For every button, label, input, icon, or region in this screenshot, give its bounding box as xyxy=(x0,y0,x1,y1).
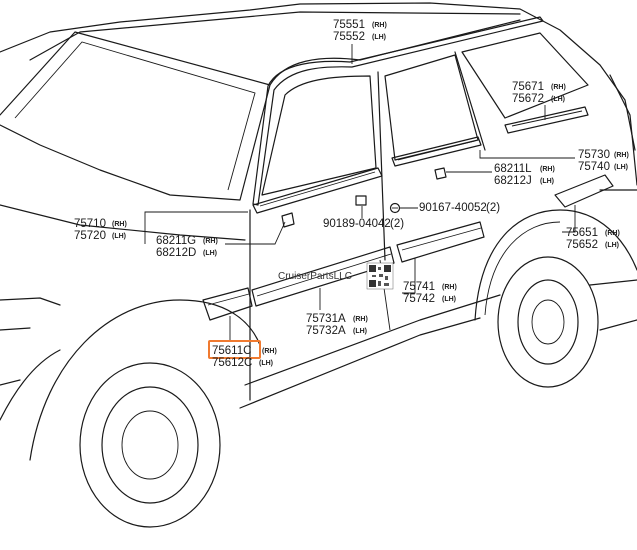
part-number-rh: 75710 xyxy=(74,218,106,230)
qr-code-icon xyxy=(366,262,394,290)
side-tag-lh: (LH) xyxy=(259,360,273,367)
part-number-rh: 75731A xyxy=(306,313,346,325)
front-door-belt-molding xyxy=(252,167,383,214)
part-number-rh: 75651 xyxy=(566,227,598,239)
part-number-rh: 75730 xyxy=(578,149,610,161)
side-tag-lh: (LH) xyxy=(203,250,217,257)
fastener-qty: (2) xyxy=(486,202,500,214)
fastener-qty: (2) xyxy=(390,218,404,230)
clip-part xyxy=(355,195,367,206)
side-tag-rh: (RH) xyxy=(614,152,629,159)
molding-parts xyxy=(202,16,614,321)
part-number-rh: 75551 xyxy=(333,19,365,31)
side-tag-rh: (RH) xyxy=(203,238,218,245)
part-number-rh: 68211L xyxy=(494,163,532,175)
part-number-lh: 75732A xyxy=(306,325,346,337)
side-tag-rh: (RH) xyxy=(353,316,368,323)
callout-quarter-upper[interactable]: 75671 (RH) 75672 (LH) xyxy=(512,81,566,105)
vehicle-outline xyxy=(0,2,637,528)
part-number-rh: 75671 xyxy=(512,81,544,93)
part-number-rh: 68211G xyxy=(156,235,196,247)
callout-rear-fender[interactable]: 75651 (RH) 75652 (LH) xyxy=(566,227,620,251)
rear-door-side-molding xyxy=(396,221,485,263)
side-tag-rh: (RH) xyxy=(112,221,127,228)
front-fender-molding xyxy=(202,287,253,321)
highlight-box xyxy=(208,340,261,359)
leader-lines xyxy=(144,44,576,340)
side-tag-lh: (LH) xyxy=(540,178,554,185)
side-tag-lh: (LH) xyxy=(112,233,126,240)
side-tag-lh: (LH) xyxy=(372,34,386,41)
side-tag-lh: (LH) xyxy=(551,96,565,103)
part-number-lh: 75742 xyxy=(403,293,435,305)
side-tag-rh: (RH) xyxy=(605,230,620,237)
part-number-lh: 75672 xyxy=(512,93,544,105)
part-number-lh: 75552 xyxy=(333,31,365,43)
front-door-side-molding xyxy=(251,246,395,307)
front-clip-part xyxy=(281,212,295,228)
part-number-lh: 75612C xyxy=(212,357,252,369)
callout-rear-door-belt[interactable]: 75730 (RH) 75740 (LH) xyxy=(578,149,629,173)
side-tag-rh: (RH) xyxy=(372,22,387,29)
side-tag-rh: (RH) xyxy=(442,284,457,291)
part-number-rh: 75611C xyxy=(212,345,251,357)
side-tag-lh: (LH) xyxy=(614,164,628,171)
side-tag-rh: (RH) xyxy=(551,84,566,91)
callout-labels: 75551 (RH) 75552 (LH) 75671 (RH) 75672 (… xyxy=(74,19,629,369)
rear-clip-part xyxy=(434,167,447,180)
callout-front-clip[interactable]: 68211G (RH) 68212D (LH) xyxy=(156,235,218,259)
rear-door-belt-molding xyxy=(391,136,482,167)
roof-molding xyxy=(252,16,544,206)
fastener-part-number: 90167-40052 xyxy=(419,202,487,214)
callout-rear-clip[interactable]: 68211L (RH) 68212J (LH) xyxy=(494,163,555,187)
part-number-lh: 75740 xyxy=(578,161,610,173)
callout-rear-door-side[interactable]: 75741 (RH) 75742 (LH) xyxy=(403,281,457,305)
callout-upper-molding[interactable]: 75551 (RH) 75552 (LH) xyxy=(333,19,387,43)
callout-screw[interactable]: 90167-40052 (2) xyxy=(419,202,500,214)
side-tag-lh: (LH) xyxy=(353,328,367,335)
fastener-part-number: 90189-04042 xyxy=(323,218,391,230)
part-number-lh: 68212J xyxy=(494,175,532,187)
watermark-text: CruiserPartsLLC xyxy=(278,271,352,282)
part-number-lh: 75720 xyxy=(74,230,106,242)
side-tag-rh: (RH) xyxy=(540,166,555,173)
part-number-rh: 75741 xyxy=(403,281,435,293)
part-number-lh: 75652 xyxy=(566,239,598,251)
rear-fender-molding xyxy=(554,174,614,208)
callout-front-door-side[interactable]: 75731A (RH) 75732A (LH) xyxy=(306,313,368,337)
side-tag-lh: (LH) xyxy=(442,296,456,303)
side-tag-lh: (LH) xyxy=(605,242,619,249)
watermark: CruiserPartsLLC xyxy=(278,262,394,290)
quarter-belt-molding xyxy=(504,106,589,134)
callout-front-door-belt[interactable]: 75710 (RH) 75720 (LH) xyxy=(74,218,127,242)
callout-front-fender[interactable]: 75611C (RH) 75612C (LH) xyxy=(208,340,277,369)
side-tag-rh: (RH) xyxy=(262,348,277,355)
part-number-lh: 68212D xyxy=(156,247,196,259)
screw-part xyxy=(389,202,401,214)
callout-clip[interactable]: 90189-04042 (2) xyxy=(323,218,404,230)
